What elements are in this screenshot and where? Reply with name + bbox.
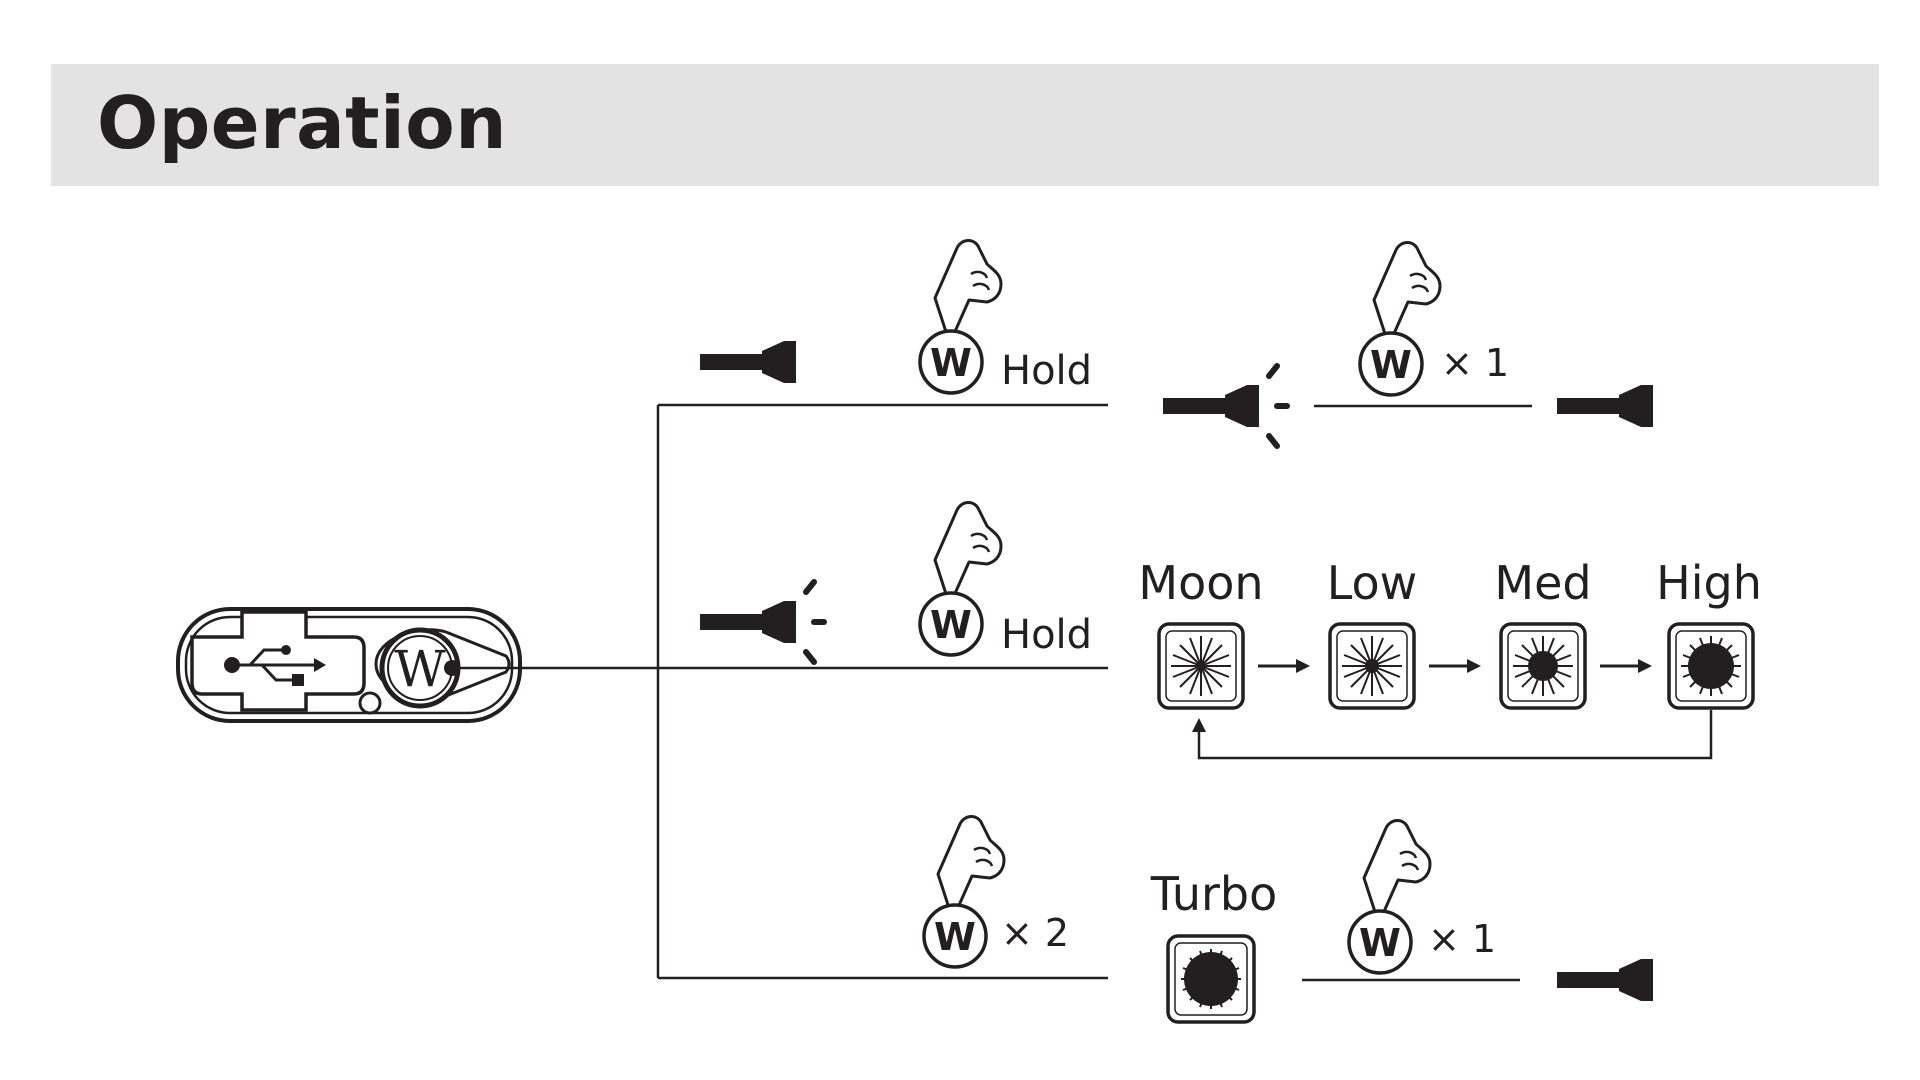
hold-label-row2: Hold: [1001, 612, 1092, 658]
mode-box-high: [1667, 622, 1755, 710]
flow-lines: [456, 403, 1532, 982]
mode-label-moon: Moon: [1138, 556, 1263, 610]
w-button-icon: [1358, 331, 1424, 397]
mode-box-moon: [1157, 622, 1245, 710]
device-w-button[interactable]: W: [379, 627, 461, 709]
w-letter: W: [930, 603, 972, 647]
cycle-back-arrow: [1192, 710, 1713, 760]
w-letter: W: [1359, 921, 1401, 965]
mode-label-low: Low: [1327, 556, 1418, 610]
flashlight-on-icon: [1163, 366, 1287, 446]
w-button-icon: [918, 329, 984, 395]
hold-press-row2: W Hold: [918, 501, 1092, 658]
header-bar: Operation: [51, 64, 1879, 186]
mode-box-low: [1328, 622, 1416, 710]
flashlight-off-icon: [1557, 385, 1653, 427]
mode-label-high: High: [1656, 556, 1762, 610]
w-letter: W: [934, 915, 976, 959]
w-button-icon: [1347, 909, 1413, 975]
finger-press-icon: [1362, 819, 1432, 921]
usb-icon: [190, 610, 366, 712]
device-button-letter: W: [394, 640, 446, 698]
flashlight-on-icon: [700, 582, 824, 662]
w-letter: W: [930, 341, 972, 385]
flashlight-off-icon: [1557, 959, 1653, 1001]
press-once-row3: W × 1: [1347, 819, 1496, 975]
flashlight-off-icon: [700, 341, 796, 383]
arrow-icon: [1258, 659, 1652, 673]
mode-label-turbo: Turbo: [1150, 867, 1278, 921]
page-title: Operation: [97, 81, 507, 165]
w-button-icon: [922, 903, 988, 969]
press-once-label-row3: × 1: [1428, 917, 1496, 961]
finger-press-icon: [933, 239, 1003, 341]
mode-box-turbo: [1166, 934, 1256, 1024]
press-once-label-row1: × 1: [1441, 341, 1509, 385]
hold-press-row1: W Hold: [918, 239, 1092, 395]
press-twice-label: × 2: [1001, 911, 1069, 955]
finger-press-icon: [1372, 241, 1442, 343]
w-button-icon: [918, 591, 984, 657]
double-press-row3: W × 2: [922, 815, 1069, 969]
hold-label-row1: Hold: [1001, 348, 1092, 394]
w-letter: W: [1370, 343, 1412, 387]
mode-label-med: Med: [1494, 556, 1591, 610]
press-once-row1: W × 1: [1358, 241, 1509, 397]
brightness-icon: [1170, 635, 1232, 697]
finger-press-icon: [933, 501, 1003, 603]
mode-box-med: [1499, 622, 1587, 710]
finger-press-icon: [936, 815, 1006, 917]
flashlight-device: W: [176, 607, 522, 723]
